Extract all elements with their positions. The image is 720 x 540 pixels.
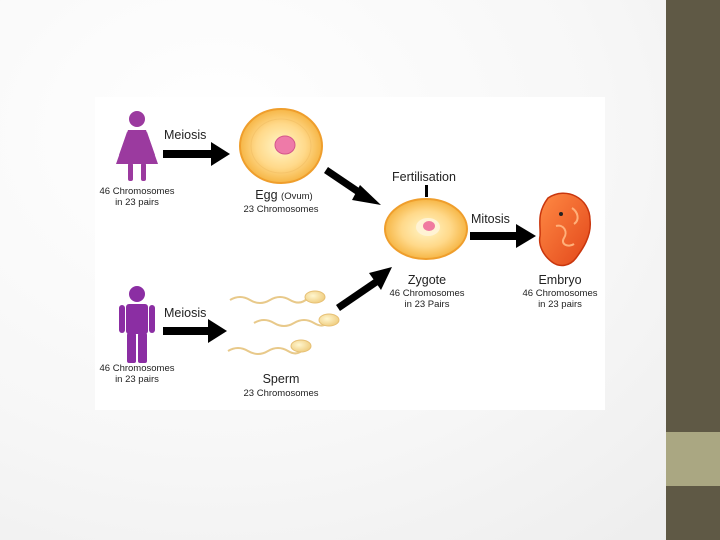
embryo-chromosome-line1: 46 Chromosomes (522, 288, 598, 299)
zygote-cell-icon (384, 198, 468, 260)
fertilisation-label: Fertilisation (392, 170, 456, 184)
meiosis-bottom-label: Meiosis (164, 306, 207, 320)
sperm-cell-icon (227, 296, 329, 355)
embryo-chromosome-label: 46 Chromosomes in 23 pairs (523, 288, 598, 310)
egg-title: Egg (Ovum) (255, 188, 312, 202)
female-chromosome-line1: 46 Chromosomes (99, 186, 175, 197)
sperm-head-icon (290, 290, 340, 353)
female-chromosome-label: 46 Chromosomes in 23 pairs (100, 186, 175, 208)
arrow-mitosis (470, 224, 536, 248)
female-person-icon (116, 111, 158, 181)
male-chromosome-line2: in 23 pairs (115, 374, 159, 385)
female-chromosome-line2: in 23 pairs (115, 197, 159, 208)
zygote-chromosome-line2: in 23 Pairs (404, 299, 450, 310)
zygote-title: Zygote (407, 273, 447, 287)
egg-chromosome-label: 23 Chromosomes (243, 204, 319, 215)
mitosis-label: Mitosis (471, 212, 510, 226)
arrow-meiosis-bottom (163, 319, 227, 343)
male-person-icon (119, 286, 155, 363)
zygote-chromosome-label: 46 Chromosomes in 23 Pairs (390, 288, 465, 310)
embryo-chromosome-line2: in 23 pairs (538, 299, 582, 310)
zygote-chromosome-line1: 46 Chromosomes (389, 288, 465, 299)
diagram-panel (95, 97, 605, 410)
sidebar-accent-block (666, 432, 720, 486)
male-chromosome-line1: 46 Chromosomes (99, 363, 175, 374)
sperm-title: Sperm (262, 372, 300, 386)
embryo-icon (538, 192, 591, 267)
arrow-meiosis-top (163, 142, 230, 166)
sperm-chromosome-label: 23 Chromosomes (243, 388, 319, 399)
arrow-sperm-to-zygote (336, 267, 392, 311)
egg-qualifier: (Ovum) (281, 191, 313, 202)
embryo-title: Embryo (538, 273, 582, 287)
fertilisation-marker (425, 185, 428, 197)
egg-title-text: Egg (255, 188, 278, 202)
male-chromosome-label: 46 Chromosomes in 23 pairs (100, 363, 175, 385)
arrow-egg-to-zygote (324, 167, 381, 205)
meiosis-top-label: Meiosis (164, 128, 207, 142)
egg-cell-icon (239, 108, 323, 184)
